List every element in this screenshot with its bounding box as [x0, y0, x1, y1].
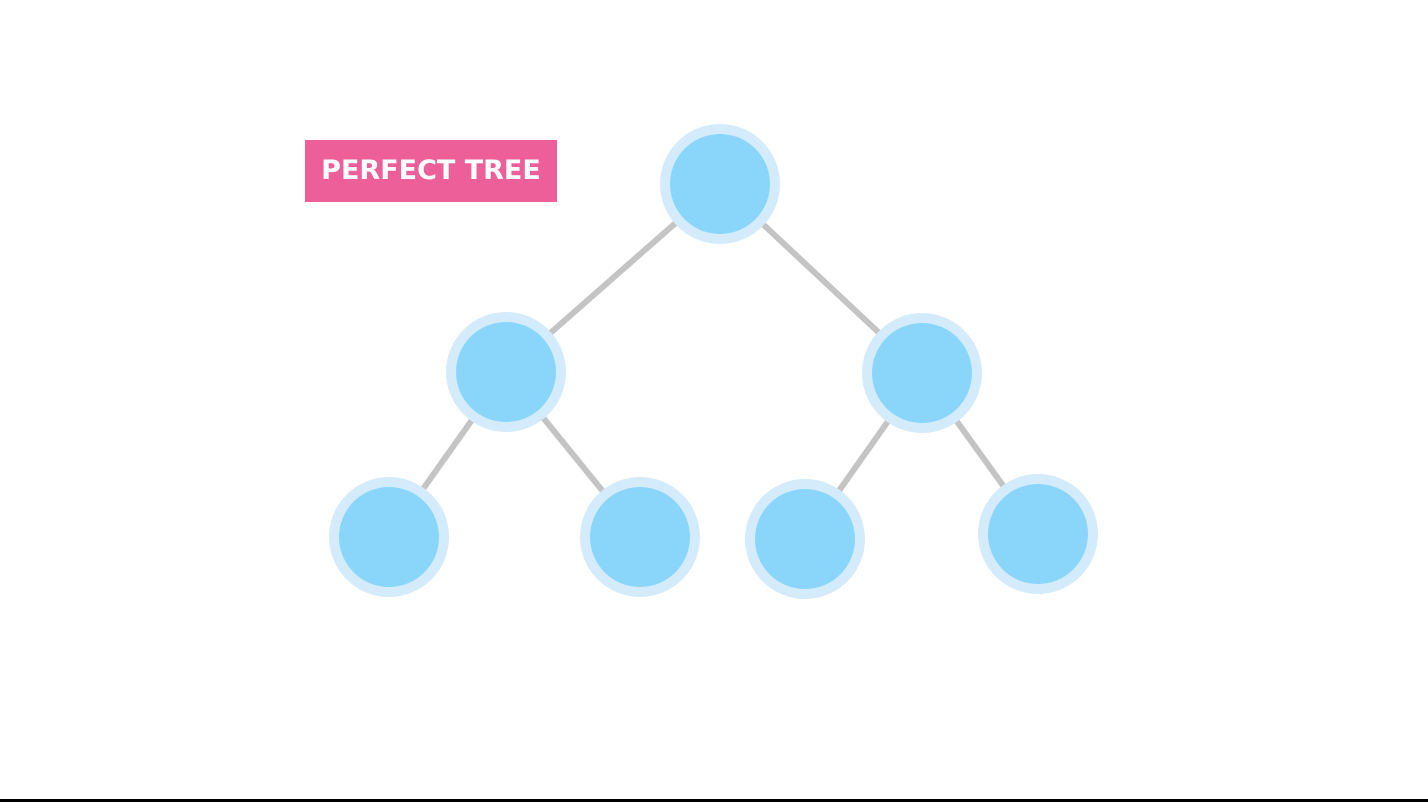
- tree-node-left: [446, 312, 566, 432]
- nodes-layer: [329, 124, 1098, 599]
- node-circle: [456, 322, 556, 422]
- node-circle: [670, 134, 770, 234]
- node-circle: [339, 487, 439, 587]
- tree-node-right: [862, 313, 982, 433]
- node-circle: [590, 487, 690, 587]
- tree-node-root: [660, 124, 780, 244]
- node-circle: [872, 323, 972, 423]
- node-circle: [988, 484, 1088, 584]
- bottom-border: [0, 799, 1428, 802]
- tree-node-right-left: [745, 479, 865, 599]
- tree-node-right-right: [978, 474, 1098, 594]
- tree-node-left-right: [580, 477, 700, 597]
- tree-node-left-left: [329, 477, 449, 597]
- title-label: PERFECT TREE: [305, 140, 557, 202]
- node-circle: [755, 489, 855, 589]
